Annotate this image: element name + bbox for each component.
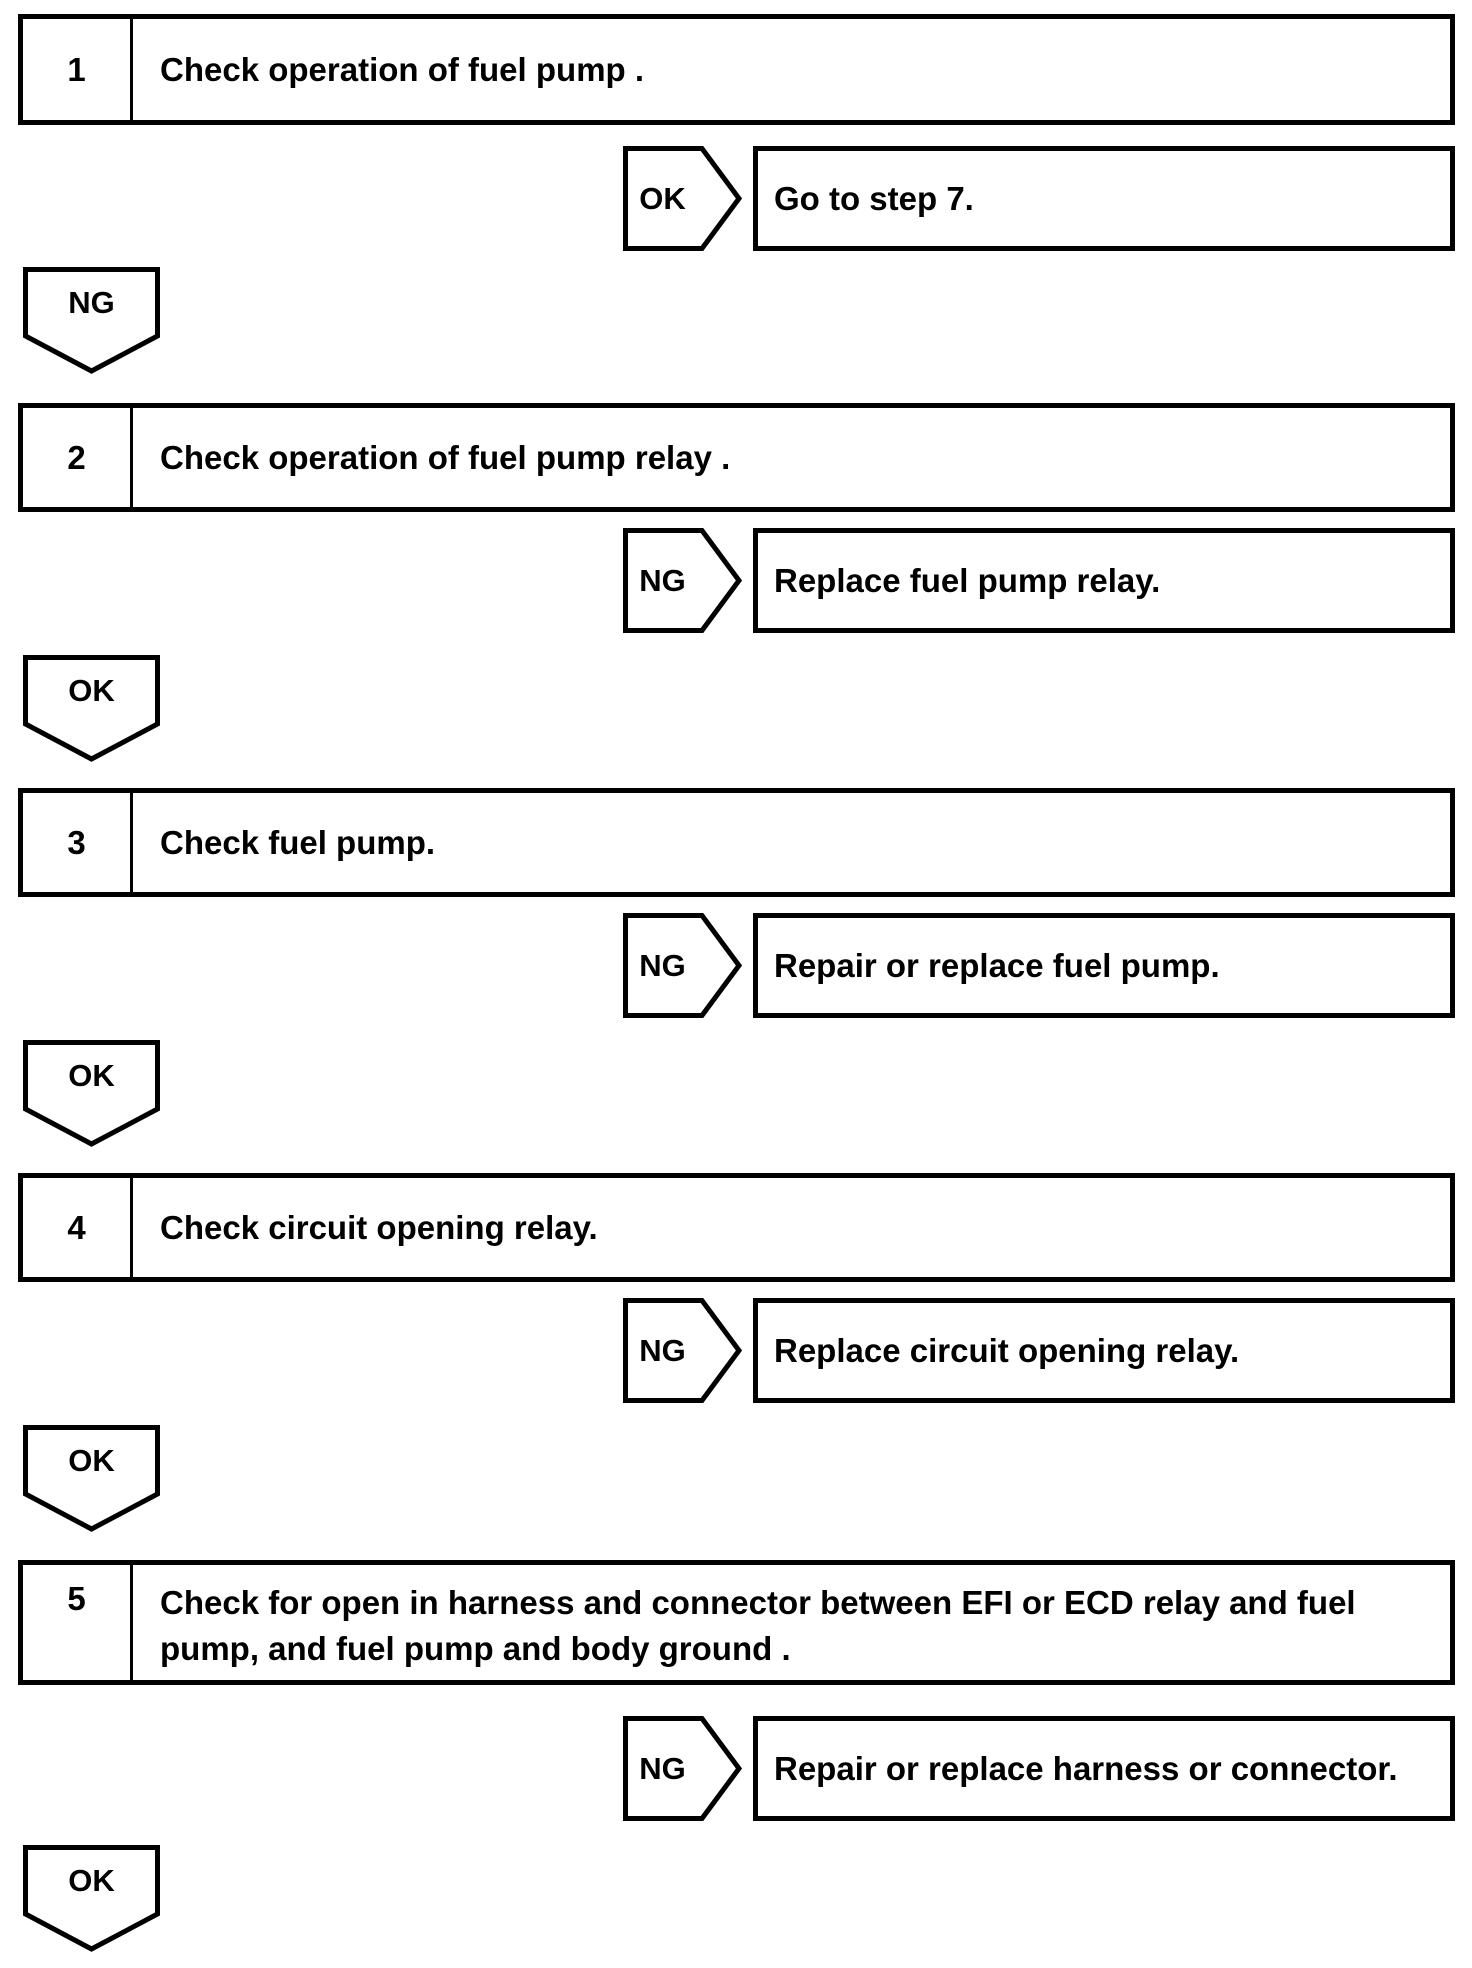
connector-label: OK (68, 1443, 115, 1478)
branch-row-1: OK Go to step 7. (0, 146, 1472, 251)
step-number: 5 (23, 1565, 133, 1680)
connector-label: NG (68, 285, 115, 320)
branch-tag-ng: NG (623, 528, 742, 633)
step-box-5: 5 Check for open in harness and connecto… (18, 1560, 1455, 1685)
branch-result-box: Replace fuel pump relay. (753, 528, 1455, 633)
right-pointer-pentagon-icon (623, 1298, 742, 1403)
right-pointer-pentagon-icon (623, 913, 742, 1018)
step-instruction: Check operation of fuel pump . (160, 50, 645, 88)
right-pointer-pentagon-icon (623, 1716, 742, 1821)
branch-result-box: Replace circuit opening relay. (753, 1298, 1455, 1403)
down-pointer-pentagon-icon (23, 1040, 160, 1147)
branch-tag-ok: OK (623, 146, 742, 251)
step-instruction: Check for open in harness and connector … (160, 1584, 1356, 1667)
connector-label: OK (68, 1863, 115, 1898)
branch-row-3: NG Repair or replace fuel pump. (0, 913, 1472, 1018)
step-box-3: 3 Check fuel pump. (18, 788, 1455, 897)
step-box-1: 1 Check operation of fuel pump . (18, 14, 1455, 125)
connector-label: OK (68, 1058, 115, 1093)
branch-tag-label: NG (639, 1332, 686, 1368)
step-instruction: Check circuit opening relay. (160, 1208, 598, 1246)
branch-row-4: NG Replace circuit opening relay. (0, 1298, 1472, 1403)
step-box-2: 2 Check operation of fuel pump relay . (18, 403, 1455, 512)
connector-4: OK (23, 1425, 160, 1532)
branch-result-box: Go to step 7. (753, 146, 1455, 251)
branch-tag-ng: NG (623, 1716, 742, 1821)
branch-tag-label: NG (639, 1750, 686, 1786)
branch-tag-label: NG (639, 947, 686, 983)
down-pointer-pentagon-icon (23, 655, 160, 762)
step-number: 4 (23, 1178, 133, 1277)
branch-result-box: Repair or replace fuel pump. (753, 913, 1455, 1018)
branch-tag-ng: NG (623, 913, 742, 1018)
down-pointer-pentagon-icon (23, 1845, 160, 1952)
branch-result-box: Repair or replace harness or connector. (753, 1716, 1455, 1821)
branch-tag-ng: NG (623, 1298, 742, 1403)
step-box-4: 4 Check circuit opening relay. (18, 1173, 1455, 1282)
step-number: 1 (23, 19, 133, 120)
step-number: 3 (23, 793, 133, 892)
branch-tag-label: NG (639, 562, 686, 598)
connector-1: NG (23, 267, 160, 374)
branch-row-2: NG Replace fuel pump relay. (0, 528, 1472, 633)
down-pointer-pentagon-icon (23, 1425, 160, 1532)
connector-2: OK (23, 655, 160, 762)
connector-3: OK (23, 1040, 160, 1147)
right-pointer-pentagon-icon (623, 146, 742, 251)
right-pointer-pentagon-icon (623, 528, 742, 633)
down-pointer-pentagon-icon (23, 267, 160, 374)
connector-label: OK (68, 673, 115, 708)
step-instruction: Check operation of fuel pump relay . (160, 438, 731, 476)
branch-row-5: NG Repair or replace harness or connecto… (0, 1716, 1472, 1821)
step-number: 2 (23, 408, 133, 507)
branch-tag-label: OK (639, 180, 686, 216)
connector-5: OK (23, 1845, 160, 1952)
step-instruction: Check fuel pump. (160, 823, 436, 861)
